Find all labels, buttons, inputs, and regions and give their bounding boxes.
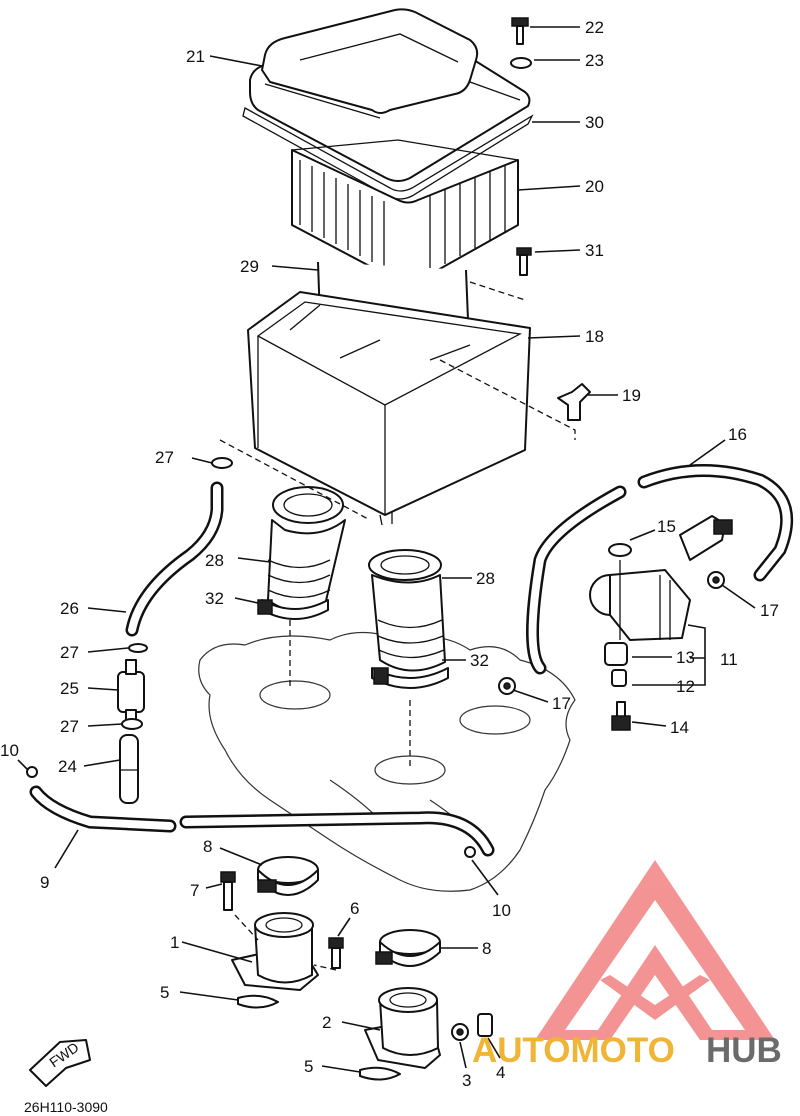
clip-17-right [707, 571, 725, 589]
wordmark-hub: HUB [706, 1031, 782, 1070]
breather-hose-26 [125, 481, 224, 637]
callout-23: 23 [585, 51, 604, 70]
callout-13: 13 [676, 648, 695, 667]
clamp-8-lower [375, 929, 441, 967]
carb-joint-right [368, 549, 446, 672]
callout-8-lower: 8 [482, 939, 491, 958]
callout-27-mid: 27 [60, 643, 79, 662]
callout-10-left: 10 [0, 741, 19, 760]
joint-dashlines [289, 620, 411, 770]
screw-14 [611, 701, 631, 731]
carb-joint-1 [231, 912, 319, 991]
callout-28-right: 28 [476, 569, 495, 588]
vacuum-hose-16 [526, 463, 794, 675]
gasket-5-lower [359, 1066, 401, 1081]
carb-clamp-right [371, 667, 449, 689]
wordmark-automoto: AUTOMOTO [472, 1031, 675, 1070]
screw-31 [516, 247, 532, 276]
clamp-8-upper [257, 856, 319, 896]
callout-7: 7 [190, 881, 199, 900]
callout-numbers: 21 22 23 30 20 31 29 18 19 16 15 17 11 1… [0, 18, 779, 1090]
callout-19: 19 [622, 386, 641, 405]
clip-17-mid [498, 677, 516, 695]
screw-31-dashline [469, 281, 526, 301]
breather-hose-9 [29, 785, 495, 857]
callout-5-lower: 5 [304, 1057, 313, 1076]
callout-12: 12 [676, 677, 695, 696]
diagram-code: 26H110-3090 [24, 1099, 108, 1115]
air-cleaner-case [247, 291, 531, 526]
filter-25 [117, 659, 145, 723]
clip-10-right [464, 846, 476, 858]
hose-24 [119, 734, 139, 804]
callout-27-low: 27 [60, 717, 79, 736]
screw-22 [511, 17, 529, 45]
callout-32-right: 32 [470, 651, 489, 670]
drain-elbow [557, 383, 591, 421]
callout-26: 26 [60, 599, 79, 618]
air-filter-element [291, 139, 519, 285]
callout-30: 30 [585, 113, 604, 132]
callout-28-left: 28 [205, 551, 224, 570]
automotohub-wordmark: AUTOMOTO HUB [472, 1031, 782, 1070]
nut-3 [451, 1023, 469, 1041]
cap-15 [608, 543, 632, 557]
callout-4: 4 [496, 1063, 505, 1082]
callout-32-left: 32 [205, 589, 224, 608]
callout-17-right: 17 [760, 601, 779, 620]
callout-15: 15 [657, 517, 676, 536]
callout-3: 3 [462, 1071, 471, 1090]
fwd-arrow: FWD [29, 1039, 91, 1087]
callout-9: 9 [40, 873, 49, 892]
callout-16: 16 [728, 425, 747, 444]
plug-4 [477, 1013, 493, 1037]
callout-8-upper: 8 [203, 837, 212, 856]
callout-11: 11 [720, 650, 738, 669]
clip-27-low [121, 718, 143, 730]
callout-29: 29 [240, 257, 259, 276]
hose-dashline [219, 439, 371, 521]
carb-joint-2 [364, 987, 441, 1069]
air-cleaner-cap [249, 8, 531, 182]
washer-23 [510, 57, 532, 69]
callout-24: 24 [58, 757, 77, 776]
case-dashline [439, 359, 576, 440]
callout-25: 25 [60, 679, 79, 698]
callout-1: 1 [170, 933, 179, 952]
callout-18: 18 [585, 327, 604, 346]
callout-6: 6 [350, 899, 359, 918]
leader-lines [17, 26, 756, 1073]
clip-27-mid [128, 643, 148, 653]
bolt-7 [220, 871, 236, 911]
carb-clamp-left [257, 599, 329, 620]
bolt-6 [328, 937, 344, 969]
callout-31: 31 [585, 241, 604, 260]
carb-joint-left [267, 486, 346, 613]
callout-17-mid: 17 [552, 694, 571, 713]
clip-10-left [26, 766, 38, 778]
callout-14: 14 [670, 718, 689, 737]
automotohub-logo [535, 860, 775, 1040]
callout-22: 22 [585, 18, 604, 37]
gasket-5-upper [237, 994, 279, 1009]
callout-27-top: 27 [155, 448, 174, 467]
callout-5-upper: 5 [160, 983, 169, 1002]
callout-20: 20 [585, 177, 604, 196]
bolt-dashlines [234, 914, 337, 971]
callout-10-right: 10 [492, 901, 511, 920]
seat-12 [611, 669, 627, 687]
callout-2: 2 [322, 1013, 331, 1032]
clip-27-top [211, 457, 233, 469]
spring-13 [604, 642, 628, 666]
callout-21: 21 [186, 47, 205, 66]
